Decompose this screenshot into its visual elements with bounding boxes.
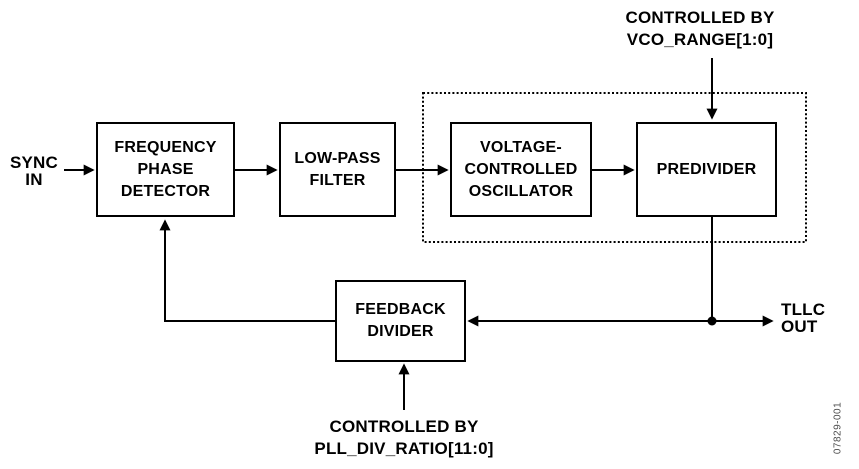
block-label-line: VOLTAGE- xyxy=(480,138,562,156)
block-label-line: OSCILLATOR xyxy=(468,182,574,200)
label-tllc-out: TLLC OUT xyxy=(781,301,825,335)
block-low-pass-filter: LOW-PASS FILTER xyxy=(279,122,396,217)
block-label-line: PREDIVIDER xyxy=(656,160,757,178)
block-voltage-controlled-oscillator: VOLTAGE- CONTROLLED OSCILLATOR xyxy=(450,122,592,217)
wire-feedback-divider-to-fpd xyxy=(159,219,335,322)
block-frequency-phase-detector: FREQUENCY PHASE DETECTOR xyxy=(96,122,235,217)
label-line: SYNC xyxy=(9,153,59,172)
block-predivider: PREDIVIDER xyxy=(636,122,777,217)
block-feedback-divider: FEEDBACK DIVIDER xyxy=(335,280,466,362)
label-line: CONTROLLED BY xyxy=(329,417,479,436)
label-line: IN xyxy=(25,170,43,189)
figure-number: 07829-001 xyxy=(832,401,844,455)
label-line: PLL_DIV_RATIO[11:0] xyxy=(314,439,494,458)
block-label-line: LOW-PASS xyxy=(294,149,381,167)
block-label-line: FREQUENCY xyxy=(114,138,217,156)
block-label-line: FILTER xyxy=(309,171,366,189)
block-label-line: PHASE xyxy=(137,160,194,178)
label-line: VCO_RANGE[1:0] xyxy=(626,30,774,49)
label-line: OUT xyxy=(781,317,818,336)
block-label-line: FEEDBACK xyxy=(355,301,446,318)
label-line: CONTROLLED BY xyxy=(625,8,775,27)
label-sync-in: SYNC IN xyxy=(6,154,62,188)
block-label-line: DETECTOR xyxy=(120,182,211,200)
label-line: TLLC xyxy=(781,300,826,319)
label-controlled-by-pll-div-ratio: CONTROLLED BY PLL_DIV_RATIO[11:0] xyxy=(294,416,514,460)
block-label-line: CONTROLLED xyxy=(464,160,578,178)
dotted-enclosure xyxy=(422,92,807,243)
block-label-line: DIVIDER xyxy=(367,323,434,340)
junction-dot xyxy=(707,316,717,326)
label-controlled-by-vco-range: CONTROLLED BY VCO_RANGE[1:0] xyxy=(595,7,805,51)
